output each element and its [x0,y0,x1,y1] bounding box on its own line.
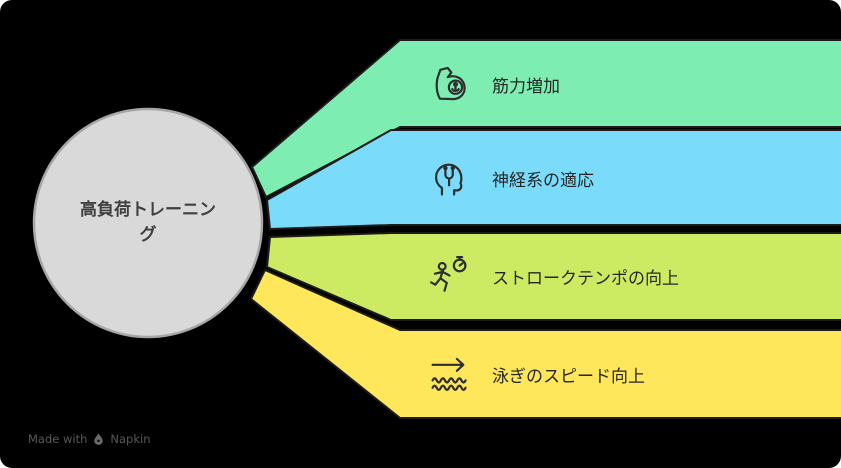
hub-circle [32,107,264,339]
swim-speed-icon [428,352,472,396]
band-shape-swim-speed [250,269,841,419]
watermark[interactable]: Made with Napkin [28,432,151,446]
runner-stopwatch-icon [428,254,472,298]
band-label: 筋力増加 [492,76,560,97]
band-label: ストロークテンポの向上 [492,268,679,289]
band-item-stroke-tempo: ストロークテンポの向上 [428,252,679,300]
band-item-swim-speed: 泳ぎのスピード向上 [428,350,645,398]
band-label: 神経系の適応 [492,170,594,191]
band-shape-nervous [266,129,841,230]
band-item-nervous: 神経系の適応 [428,154,594,202]
watermark-text: Made with [28,432,88,446]
band-shape-stroke-tempo [266,232,841,321]
muscle-arm-icon [428,62,472,106]
hub-label-text: 高負荷トレーニング [80,200,216,245]
band-item-strength: 筋力増加 [428,60,560,108]
napkin-logo-icon [92,433,105,446]
band-label: 泳ぎのスピード向上 [492,366,645,387]
hub-label: 高負荷トレーニング [48,120,248,326]
head-neural-icon [428,156,472,200]
watermark-brand: Napkin [110,432,151,446]
band-shape-strength [251,39,841,198]
